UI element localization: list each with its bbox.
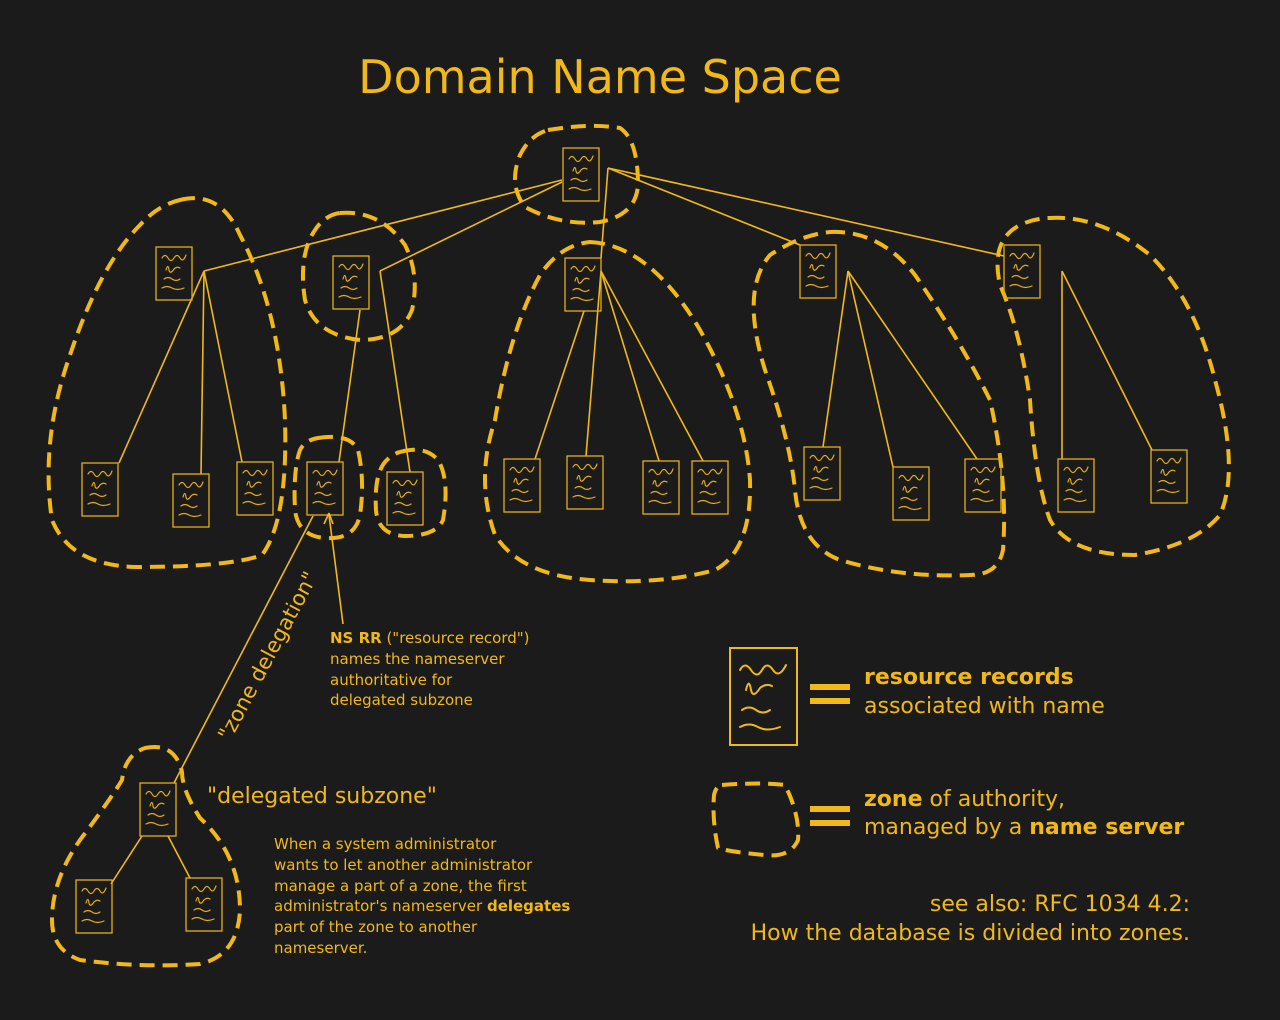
node-level1-b xyxy=(332,255,370,310)
node-leaf xyxy=(236,461,274,516)
see-also-line1: see also: RFC 1034 4.2: xyxy=(930,892,1190,917)
admin-note: When a system administrator wants to let… xyxy=(274,835,570,957)
zone-far-right xyxy=(995,215,1231,557)
ns-rr-line2: names the nameserver xyxy=(330,650,505,668)
node-level1-d xyxy=(799,244,837,299)
legend-zone-line2-bold: name server xyxy=(1029,815,1184,840)
zone-small-top xyxy=(301,210,417,342)
see-also-line2: How the database is divided into zones. xyxy=(751,921,1190,946)
svg-text:administrator's nameserver del: administrator's nameserver delegates xyxy=(274,897,570,915)
page-title: Domain Name Space xyxy=(358,50,842,104)
zone-delegation-label: "zone delegation" xyxy=(213,567,322,744)
node-level1-a xyxy=(155,246,193,301)
node-leaf xyxy=(1150,449,1188,504)
svg-text:zone of authority,: zone of authority, xyxy=(864,787,1065,812)
node-leaf xyxy=(964,458,1002,513)
legend-records-line2: associated with name xyxy=(864,694,1105,719)
legend-zone-line2-start: managed by a xyxy=(864,815,1029,840)
node-ns-child xyxy=(306,461,344,516)
node-leaf xyxy=(691,460,729,515)
legend-zone-rest: of authority, xyxy=(923,787,1065,812)
admin-note-line2: wants to let another administrator xyxy=(274,856,533,874)
node-leaf xyxy=(172,473,210,528)
zone-right-middle xyxy=(751,229,1007,578)
zone-center xyxy=(483,240,753,584)
ns-rr-arrow xyxy=(323,512,344,625)
tree-edges xyxy=(110,167,1153,885)
node-leaf xyxy=(503,458,541,513)
node-leaf xyxy=(642,460,680,515)
node-leaf xyxy=(803,446,841,501)
svg-text:NS RR ("resource record"): NS RR ("resource record") xyxy=(330,629,530,647)
node-leaf xyxy=(386,471,424,526)
admin-note-line3: manage a part of a zone, the first xyxy=(274,877,527,895)
node-level1-e xyxy=(1003,244,1041,299)
zone-left xyxy=(46,196,288,569)
node-root xyxy=(562,147,600,202)
legend-records-bold: resource records xyxy=(864,665,1074,690)
ns-rr-line3: authoritative for xyxy=(330,671,453,689)
admin-note-line1: When a system administrator xyxy=(274,835,497,853)
node-subzone-root xyxy=(139,782,177,837)
ns-rr-line4: delegated subzone xyxy=(330,691,473,709)
ns-rr-rest: ("resource record") xyxy=(382,629,530,647)
ns-rr-note: NS RR ("resource record") names the name… xyxy=(330,629,530,709)
node-leaf xyxy=(81,462,119,517)
node-leaf xyxy=(892,466,930,521)
admin-note-line6: nameserver. xyxy=(274,939,367,957)
zones xyxy=(46,123,1231,968)
svg-text:managed by a name server: managed by a name server xyxy=(864,815,1184,840)
node-leaf xyxy=(566,455,604,510)
legend-zone-icon xyxy=(711,781,801,858)
ns-rr-bold: NS RR xyxy=(330,629,382,647)
zone-leaf-child xyxy=(373,447,448,538)
node-leaf xyxy=(185,877,223,932)
zone-ns-child xyxy=(292,434,365,541)
node-leaf xyxy=(1057,458,1095,513)
node-level1-c xyxy=(564,257,602,312)
admin-note-line5: part of the zone to another xyxy=(274,918,478,936)
node-leaf xyxy=(75,879,113,934)
admin-note-line4-bold: delegates xyxy=(487,897,570,915)
zone-root xyxy=(513,123,640,225)
delegated-subzone-label: "delegated subzone" xyxy=(207,784,437,809)
legend: resource records associated with name zo… xyxy=(711,647,1190,946)
equals-icon xyxy=(810,684,850,704)
legend-zone-bold: zone xyxy=(864,787,923,812)
legend-record-icon xyxy=(729,647,798,746)
admin-note-line4-start: administrator's nameserver xyxy=(274,897,487,915)
equals-icon xyxy=(810,806,850,826)
zone-delegated-subzone xyxy=(50,745,242,968)
